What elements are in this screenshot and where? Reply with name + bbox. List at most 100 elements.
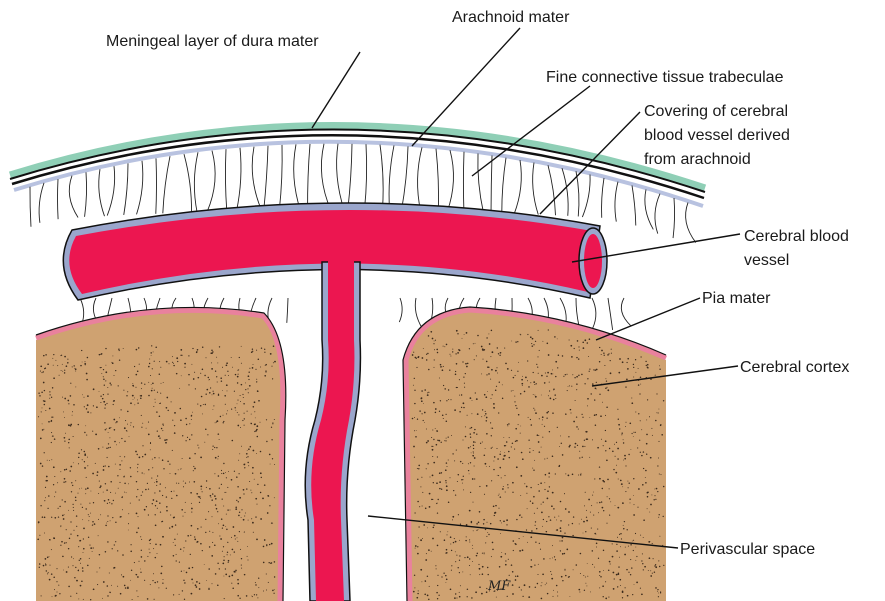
stipple-dot xyxy=(453,542,454,543)
stipple-dot xyxy=(491,369,493,371)
stipple-dot xyxy=(196,493,198,495)
stipple-dot xyxy=(649,557,651,559)
stipple-dot xyxy=(229,576,231,578)
stipple-dot xyxy=(258,400,260,402)
stipple-dot xyxy=(628,487,629,488)
stipple-dot xyxy=(481,593,483,595)
trabecula-strand xyxy=(401,146,408,210)
stipple-dot xyxy=(158,587,159,588)
stipple-dot xyxy=(568,524,569,525)
stipple-dot xyxy=(462,463,463,464)
stipple-dot xyxy=(640,356,641,357)
stipple-dot xyxy=(129,436,130,437)
stipple-dot xyxy=(565,473,566,474)
stipple-dot xyxy=(493,403,495,405)
stipple-dot xyxy=(551,373,553,375)
stipple-dot xyxy=(571,356,573,358)
stipple-dot xyxy=(139,457,141,459)
stipple-dot xyxy=(75,567,76,568)
stipple-dot xyxy=(117,475,118,476)
stipple-dot xyxy=(264,349,265,350)
stipple-dot xyxy=(99,567,100,568)
stipple-dot xyxy=(249,368,250,369)
stipple-dot xyxy=(620,533,621,534)
stipple-dot xyxy=(44,400,46,402)
stipple-dot xyxy=(127,424,128,425)
stipple-dot xyxy=(115,493,116,494)
trabecula-strand xyxy=(686,203,696,243)
stipple-dot xyxy=(646,434,648,436)
stipple-dot xyxy=(535,587,536,588)
stipple-dot xyxy=(176,373,178,375)
stipple-dot xyxy=(573,421,575,423)
stipple-dot xyxy=(479,486,480,487)
stipple-dot xyxy=(443,366,444,367)
stipple-dot xyxy=(659,566,660,567)
stipple-dot xyxy=(437,503,438,504)
stipple-dot xyxy=(73,404,75,406)
stipple-dot xyxy=(579,451,580,452)
stipple-dot xyxy=(244,467,245,468)
stipple-dot xyxy=(469,539,470,540)
label-meningeal-dura: Meningeal layer of dura mater xyxy=(106,33,319,50)
stipple-dot xyxy=(446,485,448,487)
stipple-dot xyxy=(154,482,155,483)
stipple-dot xyxy=(477,413,479,415)
stipple-dot xyxy=(526,529,527,530)
stipple-dot xyxy=(447,531,448,532)
stipple-dot xyxy=(417,553,419,555)
stipple-dot xyxy=(630,559,631,560)
stipple-dot xyxy=(193,378,195,380)
stipple-dot xyxy=(79,560,80,561)
stipple-dot xyxy=(73,436,74,437)
stipple-dot xyxy=(470,446,471,447)
stipple-dot xyxy=(522,376,523,377)
stipple-dot xyxy=(475,343,476,344)
stipple-dot xyxy=(72,366,73,367)
stipple-dot xyxy=(128,513,129,514)
stipple-dot xyxy=(228,471,229,472)
stipple-dot xyxy=(434,340,435,341)
stipple-dot xyxy=(627,595,629,597)
stipple-dot xyxy=(469,558,470,559)
stipple-dot xyxy=(247,462,248,463)
stipple-dot xyxy=(182,435,183,436)
stipple-dot xyxy=(554,336,556,338)
stipple-dot xyxy=(591,528,592,529)
stipple-dot xyxy=(106,447,108,449)
stipple-dot xyxy=(542,573,544,575)
stipple-dot xyxy=(547,458,548,459)
stipple-dot xyxy=(648,541,650,543)
stipple-dot xyxy=(144,384,145,385)
stipple-dot xyxy=(444,539,446,541)
stipple-dot xyxy=(498,475,499,476)
trabecula-strand xyxy=(207,151,215,212)
stipple-dot xyxy=(171,526,173,528)
stipple-dot xyxy=(176,357,178,359)
stipple-dot xyxy=(530,487,531,488)
stipple-dot xyxy=(475,392,476,393)
stipple-dot xyxy=(514,396,515,397)
stipple-dot xyxy=(263,546,265,548)
stipple-dot xyxy=(192,567,193,568)
stipple-dot xyxy=(497,475,498,476)
stipple-dot xyxy=(64,514,65,515)
stipple-dot xyxy=(435,340,436,341)
stipple-dot xyxy=(618,573,620,575)
stipple-dot xyxy=(83,552,84,553)
stipple-dot xyxy=(551,505,553,507)
stipple-dot xyxy=(92,524,93,525)
stipple-dot xyxy=(484,552,485,553)
stipple-dot xyxy=(501,477,502,478)
stipple-dot xyxy=(58,516,59,517)
stipple-dot xyxy=(269,544,270,545)
stipple-dot xyxy=(96,406,98,408)
stipple-dot xyxy=(538,330,539,331)
stipple-dot xyxy=(638,368,639,369)
stipple-dot xyxy=(70,533,71,534)
stipple-dot xyxy=(452,516,454,518)
stipple-dot xyxy=(632,594,633,595)
stipple-dot xyxy=(521,379,523,381)
stipple-dot xyxy=(166,439,168,441)
stipple-dot xyxy=(49,579,51,581)
